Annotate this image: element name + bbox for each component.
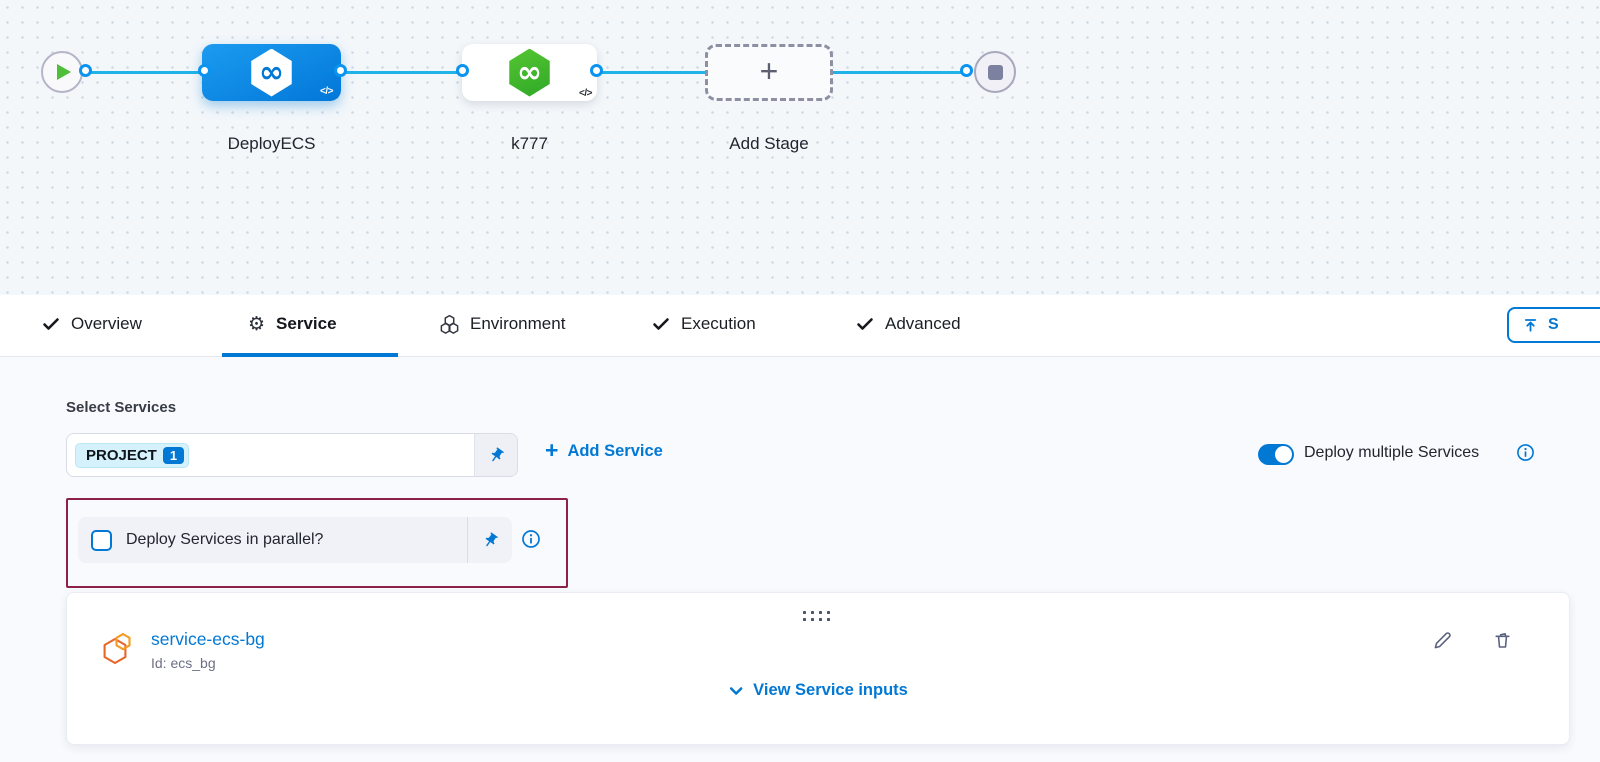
play-icon — [57, 64, 71, 80]
input-type-pin-button[interactable] — [467, 517, 512, 563]
chip-label: PROJECT — [86, 446, 157, 464]
service-tab-panel: Select Services PROJECT 1 + Add Service … — [0, 357, 1600, 762]
deploy-parallel-field[interactable]: Deploy Services in parallel? — [78, 517, 512, 563]
project-scope-chip[interactable]: PROJECT 1 — [75, 442, 190, 468]
connector-dot[interactable] — [590, 64, 603, 77]
edit-service-button[interactable] — [1429, 627, 1455, 653]
flow-line — [833, 71, 965, 74]
connector-dot[interactable] — [198, 64, 211, 77]
tab-overview[interactable]: Overview — [42, 295, 142, 353]
tab-label: Overview — [71, 314, 142, 333]
tab-label: Advanced — [885, 314, 961, 333]
deploy-multiple-services-toggle[interactable] — [1258, 444, 1294, 465]
deploy-multiple-services-label: Deploy multiple Services — [1304, 444, 1480, 461]
stage-label-k777: k777 — [511, 134, 548, 153]
flow-line — [84, 71, 204, 74]
hexagons-icon — [440, 314, 459, 334]
check-icon — [42, 315, 60, 333]
deploy-parallel-label: Deploy Services in parallel? — [126, 531, 324, 548]
view-service-inputs-link[interactable]: View Service inputs — [728, 681, 908, 700]
connector-dot[interactable] — [456, 64, 469, 77]
deploy-parallel-checkbox[interactable] — [91, 529, 112, 551]
service-card: service-ecs-bg Id: ecs_bg View Service i… — [66, 592, 1570, 745]
tab-service[interactable]: ⚙ Service — [248, 295, 337, 353]
stage-label-deployecs: DeployECS — [227, 134, 316, 153]
tab-label: Environment — [470, 314, 566, 333]
check-icon — [652, 315, 670, 333]
add-service-label: Add Service — [567, 442, 663, 460]
pin-icon — [485, 532, 498, 546]
drag-handle-icon[interactable] — [803, 609, 833, 627]
service-id-text: Id: ecs_bg — [151, 655, 216, 671]
connector-dot[interactable] — [334, 64, 347, 77]
select-services-label: Select Services — [66, 399, 177, 416]
tab-execution[interactable]: Execution — [652, 295, 756, 353]
chip-count-badge: 1 — [162, 446, 185, 464]
info-icon[interactable] — [521, 529, 541, 554]
view-service-inputs-label: View Service inputs — [753, 681, 908, 699]
trash-icon — [1494, 632, 1510, 648]
tab-advanced[interactable]: Advanced — [856, 295, 961, 353]
code-view-icon[interactable]: </> — [579, 88, 592, 99]
service-name-link[interactable]: service-ecs-bg — [151, 629, 265, 649]
parallel-option-highlight-box — [66, 498, 568, 588]
stage-tabbar: Overview ⚙ Service Environment Execution — [0, 295, 1600, 357]
active-tab-underline — [222, 353, 398, 357]
stage-node-k777[interactable]: ∞ </> — [462, 44, 597, 101]
pipeline-end-node[interactable] — [974, 51, 1016, 93]
services-select-field[interactable]: PROJECT 1 — [67, 434, 474, 476]
tab-environment[interactable]: Environment — [440, 295, 565, 353]
harness-logo-icon: ∞ — [251, 48, 292, 97]
add-service-button[interactable]: + Add Service — [545, 437, 663, 463]
tab-label: Execution — [681, 314, 756, 333]
pipeline-start-node[interactable] — [41, 51, 83, 93]
save-button-label: S — [1548, 316, 1559, 333]
chevron-down-icon — [728, 683, 744, 699]
stage-label-add-stage: Add Stage — [729, 134, 809, 153]
pipeline-canvas[interactable]: ∞ </> ∞ </> + DeployECS k777 Add Stage — [0, 0, 1600, 295]
service-hexagons-icon — [99, 631, 135, 676]
pin-icon — [491, 447, 504, 461]
connector-dot[interactable] — [79, 64, 92, 77]
flow-line — [597, 71, 707, 74]
plus-icon: + — [759, 53, 779, 89]
code-view-icon[interactable]: </> — [320, 86, 333, 97]
save-button[interactable]: S — [1507, 307, 1600, 343]
upload-icon — [1522, 317, 1539, 334]
services-select-input[interactable]: PROJECT 1 — [66, 433, 518, 477]
harness-logo-icon: ∞ — [509, 48, 550, 97]
flow-line — [341, 71, 464, 74]
stop-icon — [987, 64, 1003, 80]
tab-label: Service — [276, 314, 337, 333]
pencil-icon — [1434, 631, 1451, 648]
connector-dot[interactable] — [960, 64, 973, 77]
delete-service-button[interactable] — [1489, 627, 1515, 653]
gear-icon: ⚙ — [248, 312, 266, 335]
add-stage-button[interactable]: + — [705, 44, 833, 101]
input-type-pin-button[interactable] — [474, 434, 517, 476]
stage-node-deployecs[interactable]: ∞ </> — [202, 44, 341, 101]
plus-icon: + — [545, 437, 559, 463]
info-icon[interactable] — [1516, 443, 1535, 467]
check-icon — [856, 315, 874, 333]
